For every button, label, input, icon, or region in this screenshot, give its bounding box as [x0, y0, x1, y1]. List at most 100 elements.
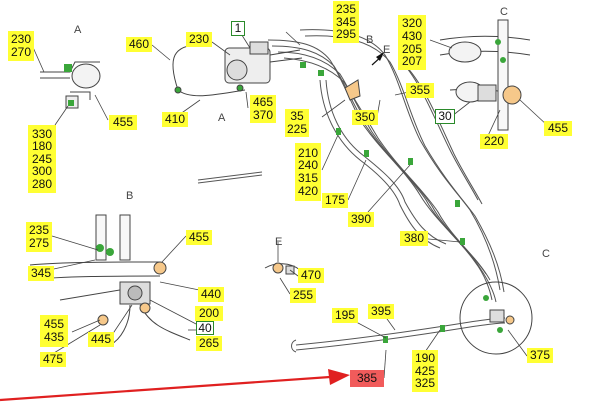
callout-number: 425 [414, 363, 436, 378]
callout-number: 265 [198, 336, 220, 351]
section-letter-c-right: C [542, 248, 550, 260]
section-letter-b: B [366, 34, 374, 46]
callout-445[interactable]: 445 [88, 332, 114, 347]
callout-number: 455 [112, 115, 134, 130]
callout-number: 395 [370, 304, 392, 319]
callout-40[interactable]: 40 [196, 321, 214, 335]
callout-number: 435 [43, 330, 65, 344]
callout-number: 245 [31, 151, 53, 166]
callout-1[interactable]: 1 [231, 21, 245, 36]
callout-number: 35 [290, 109, 304, 124]
section-letter-e: E [383, 44, 391, 56]
callout-number: 375 [529, 348, 551, 363]
callout-number: 275 [28, 236, 50, 250]
callout-number: 445 [90, 332, 112, 347]
callout-number: 270 [10, 45, 32, 59]
callout-475[interactable]: 475 [40, 352, 66, 367]
callout-455-b[interactable]: 455 [186, 230, 212, 245]
callout-number: 175 [324, 193, 346, 208]
callout-number: 230 [188, 32, 210, 47]
callout-number: 370 [252, 108, 274, 122]
callout-395[interactable]: 395 [368, 304, 394, 319]
callout-number: 410 [164, 112, 186, 127]
callout-number: 330 [31, 126, 53, 141]
callout-number: 350 [354, 110, 376, 125]
callout-390[interactable]: 390 [348, 212, 374, 227]
callout-410[interactable]: 410 [162, 112, 188, 127]
callout-200[interactable]: 200 [195, 306, 223, 321]
callout-195[interactable]: 195 [332, 308, 358, 323]
callout-number: 300 [31, 164, 53, 179]
callout-number: 255 [292, 288, 314, 303]
callout-number: 380 [403, 231, 425, 246]
callout-number: 195 [334, 308, 356, 323]
callout-455-a[interactable]: 455 [109, 115, 137, 130]
callout-number: 230 [10, 32, 32, 47]
callout-number: 220 [483, 134, 505, 149]
callout-230[interactable]: 230 [186, 32, 212, 47]
callout-380[interactable]: 380 [400, 231, 428, 246]
callout-number: 345 [335, 14, 357, 29]
callout-number: 460 [128, 37, 150, 52]
callout-number: 205 [401, 41, 423, 56]
callout-number: 295 [335, 27, 357, 42]
callout-255[interactable]: 255 [290, 288, 316, 303]
callout-265[interactable]: 265 [196, 336, 222, 351]
callout-number: 475 [42, 352, 64, 367]
callout-number: 200 [198, 306, 220, 321]
callout-number: 320 [401, 16, 423, 31]
callout-number: 385 [356, 371, 378, 386]
section-letter-a-mid: A [218, 112, 226, 124]
callout-440[interactable]: 440 [198, 287, 224, 302]
callout-30[interactable]: 30 [435, 109, 455, 124]
callout-470[interactable]: 470 [298, 268, 324, 283]
callout-455-c[interactable]: 455 [544, 121, 572, 136]
callout-number: 390 [350, 212, 372, 227]
callout-number: 470 [300, 268, 322, 283]
section-letter-c: C [500, 6, 508, 18]
callout-number: 455 [547, 121, 569, 136]
callout-350[interactable]: 350 [352, 110, 378, 125]
callout-375[interactable]: 375 [527, 348, 553, 363]
callout-number: 355 [409, 83, 431, 98]
callout-number: 280 [31, 176, 53, 191]
callout-number: 235 [335, 2, 357, 17]
callout-number: 430 [401, 28, 423, 43]
callout-385-highlighted[interactable]: 385 [350, 370, 384, 387]
callout-number: 1 [234, 21, 242, 36]
callout-number: 190 [414, 351, 436, 366]
callout-number: 30 [438, 109, 452, 124]
section-letter-a: A [74, 24, 82, 36]
callout-355[interactable]: 355 [406, 83, 434, 98]
callout-460[interactable]: 460 [126, 37, 152, 52]
callout-number: 235 [28, 223, 50, 238]
callout-number: 210 [297, 145, 319, 160]
callout-number: 465 [252, 95, 274, 110]
section-letter-b-left: B [126, 190, 134, 202]
callout-number: 440 [200, 287, 222, 302]
callout-175[interactable]: 175 [322, 193, 348, 208]
callout-number: 315 [297, 171, 319, 185]
callout-number: 420 [297, 183, 319, 198]
callout-220[interactable]: 220 [480, 134, 508, 149]
callout-345[interactable]: 345 [28, 266, 54, 281]
callout-number: 455 [188, 230, 210, 245]
callout-number: 345 [30, 266, 52, 281]
section-letter-e-left: E [275, 236, 283, 248]
callout-number: 240 [297, 158, 319, 173]
callout-number: 40 [198, 320, 212, 335]
callout-number: 455 [43, 317, 65, 332]
callout-number: 207 [401, 54, 423, 69]
callout-number: 180 [31, 139, 53, 154]
